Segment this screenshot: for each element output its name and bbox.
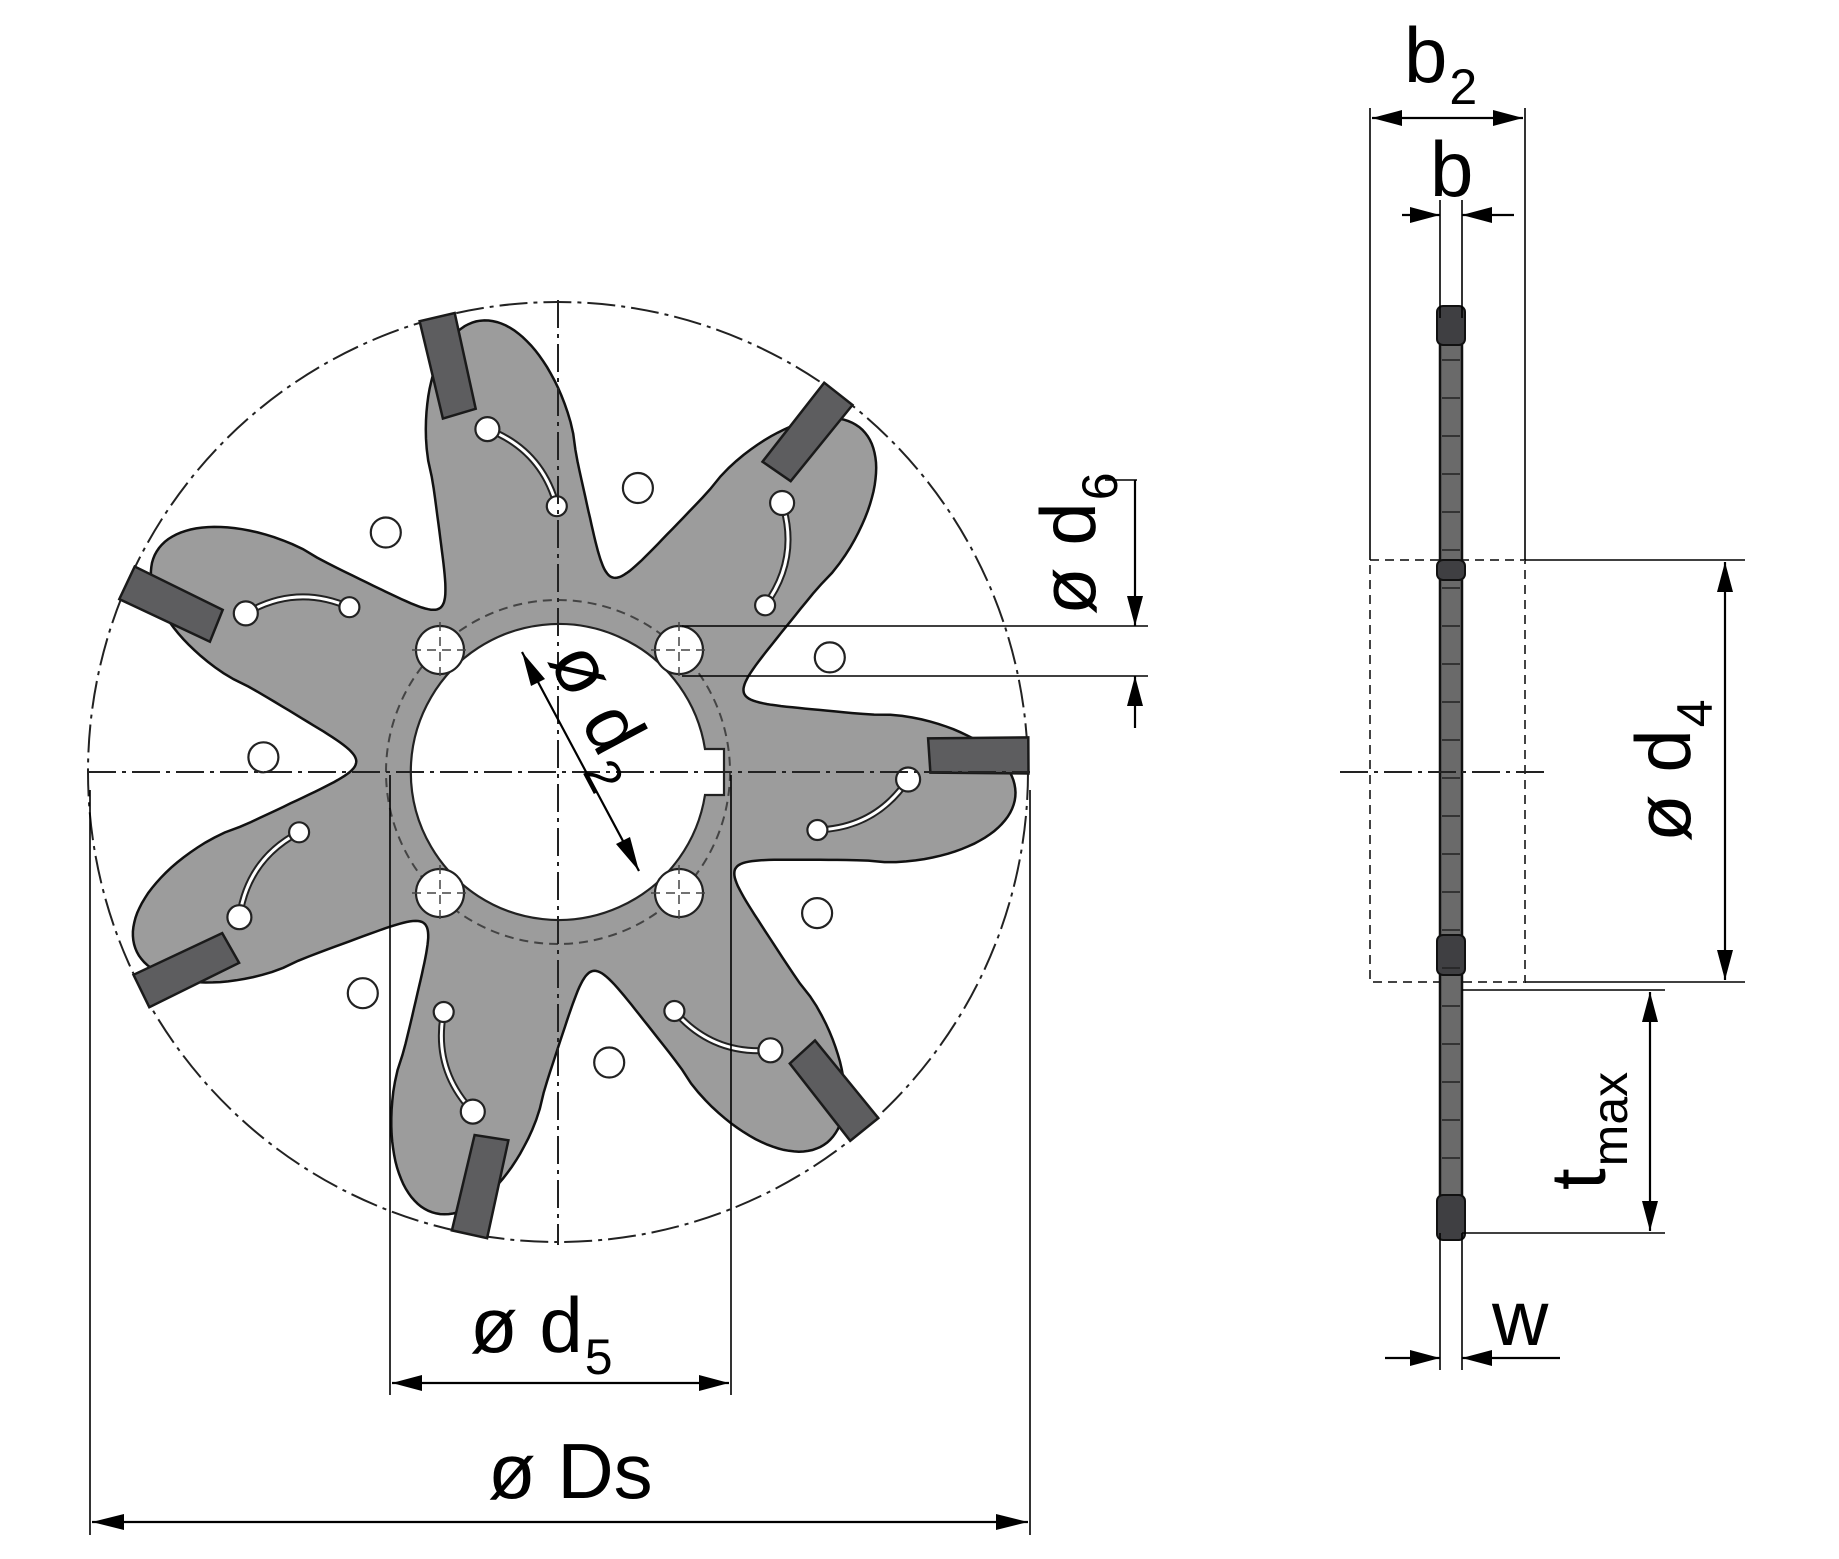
bore xyxy=(409,622,726,922)
slot-end-hole xyxy=(663,999,686,1023)
insert xyxy=(418,311,478,421)
insert xyxy=(131,931,241,1009)
slot-end-hole xyxy=(338,596,361,619)
label-Ds: ø Ds xyxy=(488,1427,653,1515)
bolt-hole xyxy=(653,624,705,676)
clamp-hole xyxy=(232,600,259,627)
label-w: w xyxy=(1491,1274,1549,1362)
side-insert xyxy=(1436,305,1466,346)
bolt-hole xyxy=(414,867,466,919)
slot-end-hole xyxy=(432,1000,455,1024)
front-view xyxy=(87,300,1030,1245)
coolant-hole xyxy=(346,977,379,1010)
clamp-hole xyxy=(474,416,501,443)
coolant-hole xyxy=(800,896,834,930)
clamp-hole xyxy=(768,489,796,517)
clamp-hole xyxy=(459,1098,486,1125)
label-tmax: tmax xyxy=(1534,1072,1638,1190)
dimensions-side: b2 b ø d4 tmax xyxy=(1369,11,1745,1370)
label-b2: b2 xyxy=(1404,11,1477,115)
bolt-hole xyxy=(414,624,466,676)
blade-side xyxy=(1438,316,1464,1235)
side-insert xyxy=(1436,934,1466,976)
inserts xyxy=(117,311,1030,1240)
label-b: b xyxy=(1430,125,1473,213)
insert xyxy=(117,564,225,644)
label-d4: ø d4 xyxy=(1619,699,1723,842)
bolt-hole xyxy=(653,867,705,919)
side-view xyxy=(1340,305,1550,1241)
coolant-hole xyxy=(593,1046,626,1079)
slot-end-hole xyxy=(288,821,311,844)
insert xyxy=(450,1133,510,1240)
bolt-holes xyxy=(412,622,707,921)
coolant-hole xyxy=(369,516,402,549)
slot-end-hole xyxy=(545,495,568,518)
side-insert xyxy=(1436,1194,1466,1241)
slot-end-hole xyxy=(753,594,777,617)
insert xyxy=(760,380,855,483)
clamp-hole xyxy=(894,766,922,793)
coolant-holes xyxy=(247,471,846,1079)
side-insert xyxy=(1436,559,1466,581)
coolant-hole xyxy=(247,741,280,774)
coolant-hole xyxy=(813,641,846,674)
insert xyxy=(926,736,1030,775)
side-inserts xyxy=(1436,305,1466,1241)
slot-end-hole xyxy=(806,818,829,842)
label-d5: ø d5 xyxy=(470,1281,613,1385)
clamp-hole xyxy=(757,1037,784,1064)
label-d6: ø d6 xyxy=(1024,472,1128,615)
insert xyxy=(788,1038,881,1143)
coolant-hole xyxy=(621,471,655,505)
clamp-slots xyxy=(226,416,922,1125)
clamp-hole xyxy=(226,904,253,931)
